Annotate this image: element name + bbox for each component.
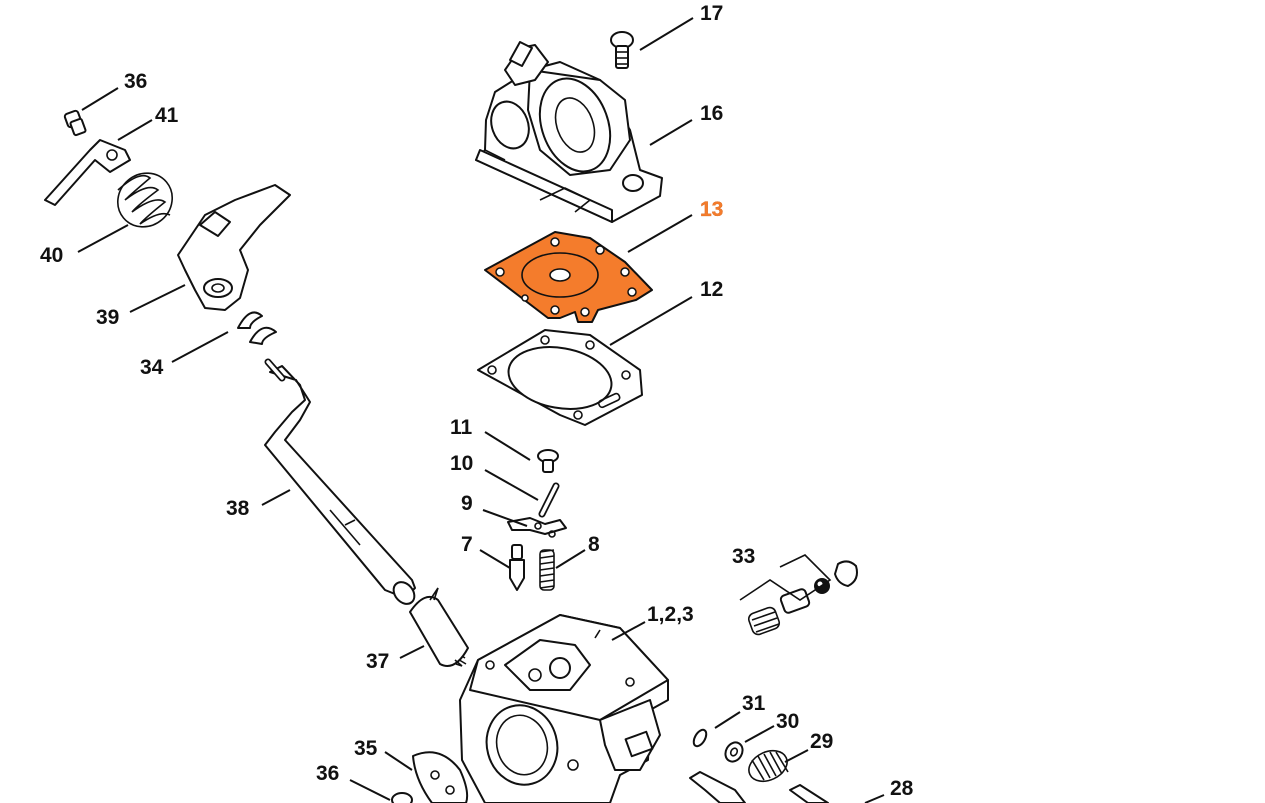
- leader-13: [627, 214, 693, 253]
- leader-34: [171, 331, 229, 363]
- part-17-screw[interactable]: [610, 31, 634, 69]
- callout-labels: 17 16 13 12 11 10 9 7 8 36 41 40 39 34 3…: [40, 2, 914, 800]
- callout-34[interactable]: 34: [140, 356, 164, 379]
- leader-11: [484, 431, 531, 461]
- part-9-lever[interactable]: [507, 517, 567, 538]
- callout-40[interactable]: 40: [40, 244, 63, 267]
- part-13-diaphragm[interactable]: [484, 231, 653, 323]
- part-1-2-3-carburetor-body[interactable]: [459, 614, 669, 803]
- part-12-gasket[interactable]: [477, 329, 643, 426]
- part-16-pump-cover[interactable]: [475, 41, 663, 223]
- part-28-adjusting-screw[interactable]: [689, 771, 829, 803]
- callout-8[interactable]: 8: [588, 533, 600, 556]
- part-7-inlet-needle[interactable]: [509, 544, 525, 591]
- leader-29: [784, 749, 809, 763]
- callout-7[interactable]: 7: [461, 533, 473, 556]
- leader-36b: [349, 779, 391, 801]
- callout-30[interactable]: 30: [776, 710, 799, 733]
- callout-41[interactable]: 41: [155, 104, 179, 127]
- callout-16[interactable]: 16: [700, 102, 723, 125]
- callout-9[interactable]: 9: [461, 492, 473, 515]
- part-30-washer[interactable]: [722, 739, 746, 764]
- leader-7: [479, 549, 511, 569]
- callout-11[interactable]: 11: [450, 416, 473, 439]
- callout-35[interactable]: 35: [354, 737, 378, 760]
- leader-38: [261, 489, 291, 506]
- leader-8: [555, 549, 586, 569]
- leader-36a: [81, 87, 119, 111]
- part-35-throttle-plate[interactable]: [412, 751, 469, 803]
- part-29-spring[interactable]: [744, 745, 792, 787]
- leader-30: [744, 725, 775, 743]
- leader-16: [649, 119, 693, 146]
- part-10-pin[interactable]: [538, 482, 560, 518]
- leader-lines: [77, 17, 885, 803]
- callout-29[interactable]: 29: [810, 730, 833, 753]
- leader-17: [639, 17, 694, 51]
- part-41-lever[interactable]: [44, 139, 131, 206]
- part-38-throttle-shaft[interactable]: [264, 358, 419, 608]
- leader-10: [484, 469, 539, 501]
- part-34-e-clips[interactable]: [237, 311, 277, 345]
- leader-37: [399, 645, 425, 659]
- callout-36-top[interactable]: 36: [124, 70, 147, 93]
- callout-1-2-3[interactable]: 1,2,3: [647, 603, 694, 626]
- leader-31: [714, 711, 741, 729]
- callout-36-bottom[interactable]: 36: [316, 762, 339, 785]
- callout-39[interactable]: 39: [96, 306, 119, 329]
- part-36-screw-top[interactable]: [63, 109, 87, 137]
- callout-31[interactable]: 31: [742, 692, 766, 715]
- leader-40: [77, 224, 129, 253]
- part-40-spring[interactable]: [107, 162, 183, 238]
- callout-17[interactable]: 17: [700, 2, 723, 25]
- part-31-o-ring[interactable]: [691, 728, 709, 749]
- callout-38[interactable]: 38: [226, 497, 250, 520]
- callout-37[interactable]: 37: [366, 650, 389, 673]
- callout-10[interactable]: 10: [450, 452, 473, 475]
- callout-13[interactable]: 13: [700, 198, 724, 221]
- part-36-screw-bottom[interactable]: [391, 792, 413, 803]
- part-8-spring[interactable]: [539, 549, 555, 591]
- leader-28: [864, 794, 885, 803]
- leader-1-2-3: [611, 621, 646, 641]
- part-37-torsion-spring[interactable]: [409, 587, 469, 667]
- leader-9: [482, 509, 528, 527]
- leader-41: [117, 119, 153, 141]
- part-11-screw[interactable]: [537, 449, 559, 473]
- callout-12[interactable]: 12: [700, 278, 723, 301]
- callout-33[interactable]: 33: [732, 545, 755, 568]
- leader-39: [129, 284, 186, 313]
- leader-12: [609, 296, 693, 346]
- part-33-check-valve-kit[interactable]: [739, 554, 858, 636]
- leader-35: [384, 751, 413, 771]
- part-39-throttle-lever[interactable]: [177, 184, 291, 311]
- callout-28[interactable]: 28: [890, 777, 914, 800]
